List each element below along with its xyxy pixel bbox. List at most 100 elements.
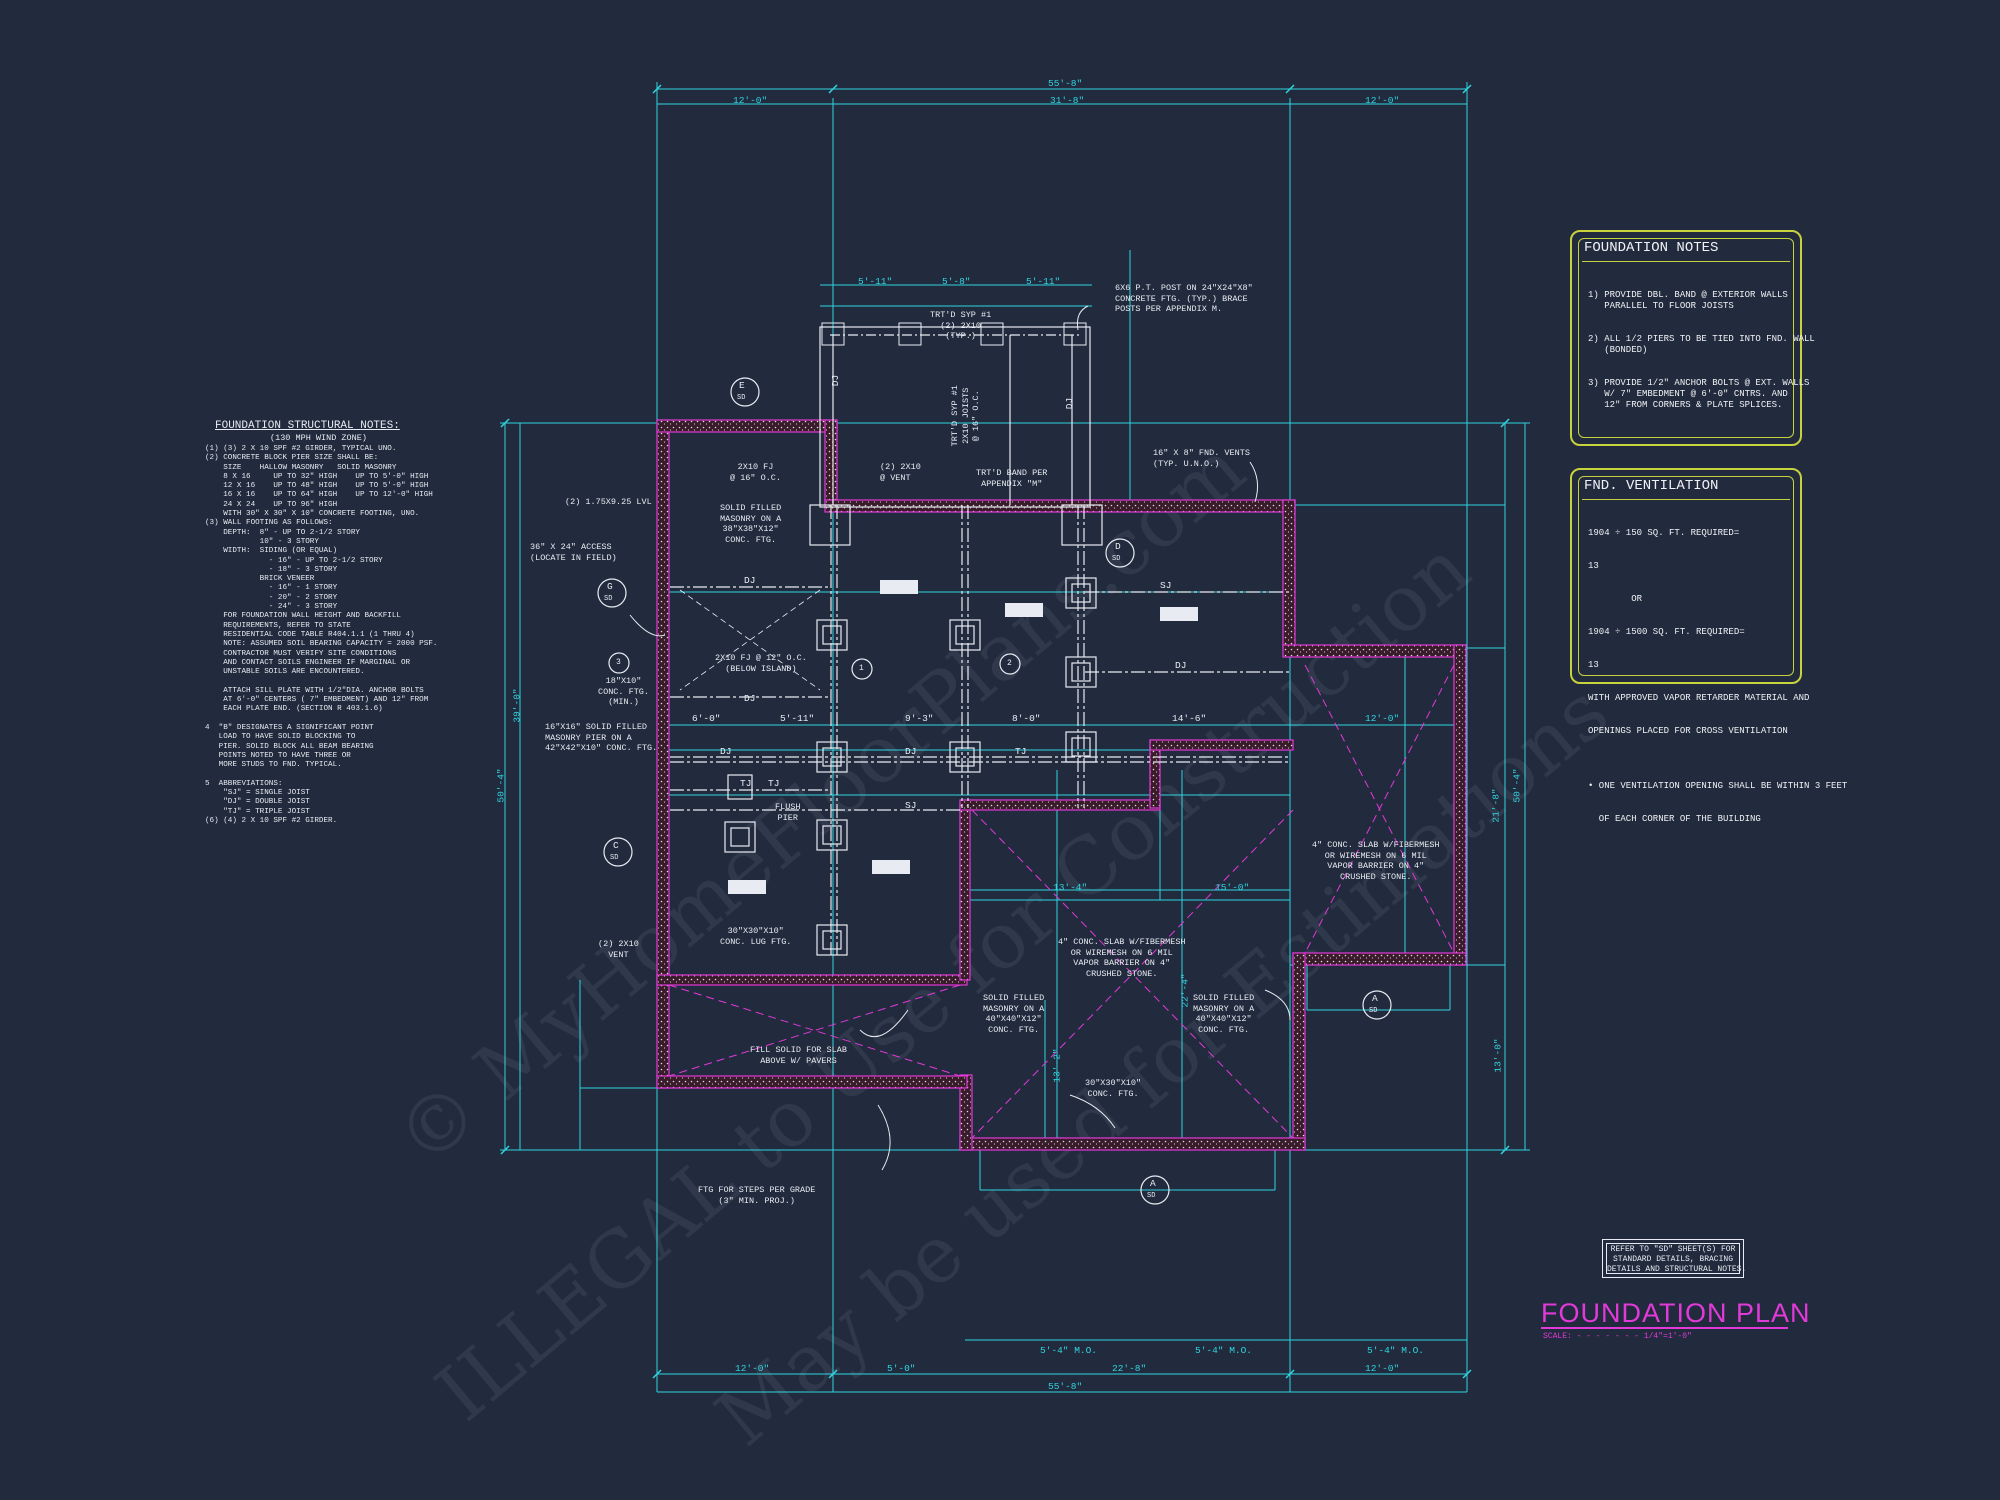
callout-solid-masonry-40b: SOLID FILLED MASONRY ON A 40"x40"x12" CO… <box>1193 993 1255 1035</box>
callout-ftg-18x10: 18"x10" CONC. FTG. (MIN.) <box>598 676 650 707</box>
ventilation-line: WITH APPROVED VAPOR RETARDER MATERIAL AN… <box>1588 693 1810 703</box>
dim-top-mid: 31'-8" <box>1050 95 1085 106</box>
dim-mo-3: 5'-4" M.O. <box>1367 1345 1425 1356</box>
joist-label: SJ <box>905 800 917 811</box>
pier-tag-2: 2 <box>1007 659 1012 668</box>
interior-dim-4: 8'-0" <box>1012 713 1041 724</box>
interior-dim-10: 13'-2" <box>1051 1048 1063 1083</box>
joist-label: DJ <box>720 746 732 757</box>
piers <box>724 504 1103 956</box>
foundation-note-2: 2) ALL 1/2 PIERS TO BE TIED INTO FND. WA… <box>1588 334 1815 355</box>
interior-dim-3: 9'-3" <box>905 713 934 724</box>
interior-dim-8: 15'-0" <box>1215 882 1250 893</box>
ventilation-box: FND. VENTILATION 1904 ÷ 150 SQ. FT. REQU… <box>1570 468 1847 824</box>
beam-blocks <box>728 580 1198 894</box>
foundation-note-3: 3) PROVIDE 1/2" ANCHOR BOLTS @ EXT. WALL… <box>1588 378 1810 410</box>
title-underline <box>1541 1327 1788 1329</box>
callout-conc-30: 30"x30"x10" CONC. FTG. <box>1085 1078 1142 1099</box>
joist-label: TJ <box>768 778 780 789</box>
section-marker-c-sheet: SD <box>610 854 619 862</box>
callout-solid-masonry-40a: SOLID FILLED MASONRY ON A 40"x40"x12" CO… <box>983 993 1045 1035</box>
callout-post: 6x6 P.T. POST ON 24"x24"x8" CONCRETE FTG… <box>1115 283 1253 314</box>
dim-right-overall: 50'-4" <box>1511 768 1523 803</box>
dim-bottom-4: 12'-0" <box>1365 1363 1400 1374</box>
callout-slab-garage: 4" CONC. SLAB W/FIBERMESH OR WIREMESH ON… <box>1058 937 1186 979</box>
callout-band: TRT'D BAND PER APPENDIX "M" <box>976 468 1048 489</box>
pier-tag-1: 1 <box>859 664 864 673</box>
callout-fj-top: 2x10 FJ @ 16" O.C. <box>730 462 782 483</box>
dim-bottom-3: 22'-8" <box>1112 1363 1147 1374</box>
dim-porch-1: 5'-11" <box>858 276 893 287</box>
ventilation-line: • ONE VENTILATION OPENING SHALL BE WITHI… <box>1588 781 1848 791</box>
callout-vent-2x10: (2) 2X10 @ VENT <box>880 462 921 483</box>
interior-dim-1: 6'-0" <box>692 713 721 724</box>
ventilation-line: OPENINGS PLACED FOR CROSS VENTILATION <box>1588 726 1788 736</box>
dim-bottom-overall: 55'-8" <box>1048 1381 1083 1392</box>
section-marker-g-sheet: SD <box>604 595 613 603</box>
ventilation-line: 13 <box>1588 660 1599 670</box>
structural-notes-subheading: (130 MPH WIND ZONE) <box>270 433 367 443</box>
pier-tag-3: 3 <box>616 658 621 667</box>
ventilation-line: 1904 ÷ 1500 SQ. FT. REQUIRED= <box>1588 627 1745 637</box>
dim-bottom-2: 5'-0" <box>887 1363 916 1374</box>
porch-outline <box>819 326 1091 508</box>
callout-trtd-syp: TRT'D SYP #1 (2) 2x10 (TYP.) <box>930 310 992 341</box>
leader-lines <box>629 305 1291 1171</box>
section-marker-e-sheet: SD <box>737 394 746 402</box>
foundation-note-1: 1) PROVIDE DBL. BAND @ EXTERIOR WALLS PA… <box>1588 290 1788 311</box>
ventilation-line: OR <box>1588 594 1643 604</box>
dim-left-overall-b: 50'-4" <box>495 768 507 803</box>
ventilation-line: 1904 ÷ 150 SQ. FT. REQUIRED= <box>1588 528 1740 538</box>
crawl-diagonals <box>679 589 821 691</box>
interior-dim-6: 12'-0" <box>1365 713 1400 724</box>
interior-dim-5: 14'-6" <box>1172 713 1207 724</box>
joist-label: TJ <box>1015 746 1027 757</box>
section-marker-a-bottom-sheet: SD <box>1147 1192 1156 1200</box>
foundation-notes-list: 1) PROVIDE DBL. BAND @ EXTERIOR WALLS PA… <box>1588 268 1815 433</box>
joist-label: DJ <box>744 693 756 704</box>
section-marker-circles <box>597 377 1392 1205</box>
dim-mo-1: 5'-4" M.O. <box>1040 1345 1098 1356</box>
dimension-ticks <box>500 84 1510 1379</box>
section-marker-a-right: A <box>1372 993 1378 1004</box>
foundation-notes-box: FOUNDATION NOTES 1) PROVIDE DBL. BAND @ … <box>1570 230 1815 446</box>
ventilation-heading: FND. VENTILATION <box>1584 478 1719 494</box>
dim-left-overall-a: 39'-0" <box>511 688 523 723</box>
dim-top-right: 12'-0" <box>1365 95 1400 106</box>
joist-label: SJ <box>1160 580 1172 591</box>
dim-top-left: 12'-0" <box>733 95 768 106</box>
joist-label: DJ <box>1064 397 1076 410</box>
callout-fill-solid: FILL SOLID FOR SLAB ABOVE W/ PAVERS <box>750 1045 847 1066</box>
section-marker-d: D <box>1115 541 1121 552</box>
porch-posts <box>821 322 1087 346</box>
callout-solid-masonry-38: SOLID FILLED MASONRY ON A 38"x38"x12" CO… <box>720 503 782 545</box>
refer-note: REFER TO "SD" SHEET(S) FOR STANDARD DETA… <box>1606 1243 1747 1274</box>
callout-lvl: (2) 1.75x9.25 LVL <box>565 497 652 507</box>
dim-porch-2: 5'-8" <box>942 276 971 287</box>
joist-label: DJ <box>830 374 842 387</box>
joist-label: TJ <box>740 778 752 789</box>
callout-flush-pier: FLUSH PIER <box>775 802 801 823</box>
section-marker-c: C <box>613 840 619 851</box>
section-marker-e: E <box>739 380 745 391</box>
dim-mo-2: 5'-4" M.O. <box>1195 1345 1253 1356</box>
ventilation-line: 13 <box>1588 561 1599 571</box>
drawing-scale: SCALE: - - - - - - - 1/4"=1'-0" <box>1543 1332 1692 1341</box>
structural-notes-heading: FOUNDATION STRUCTURAL NOTES: <box>215 420 400 432</box>
callout-trtd-band-vert: TRT'D SYP #1 2x10 JOISTS @ 16" O.C. <box>949 385 981 447</box>
ventilation-body: 1904 ÷ 150 SQ. FT. REQUIRED= 13 OR 1904 … <box>1588 506 1848 847</box>
dim-top-overall: 55'-8" <box>1048 78 1083 89</box>
dim-bottom-1: 12'-0" <box>735 1363 770 1374</box>
girders <box>670 505 1290 955</box>
foundation-notes-heading: FOUNDATION NOTES <box>1584 240 1719 256</box>
interior-dim-2: 5'-11" <box>780 713 815 724</box>
callout-pier-16x16: 16"x16" SOLID FILLED MASONRY PIER ON A 4… <box>545 722 658 753</box>
callout-ftg-steps: FTG FOR STEPS PER GRADE (3" MIN. PROJ.) <box>698 1185 816 1206</box>
dim-right-1: 21'-8" <box>1490 788 1502 823</box>
refer-note-box: REFER TO "SD" SHEET(S) FOR STANDARD DETA… <box>1602 1239 1747 1278</box>
joist-label: DJ <box>1175 660 1187 671</box>
section-marker-a-bottom: A <box>1150 1178 1156 1189</box>
interior-dim-7: 13'-4" <box>1053 882 1088 893</box>
drawing-title: FOUNDATION PLAN <box>1541 1298 1811 1328</box>
